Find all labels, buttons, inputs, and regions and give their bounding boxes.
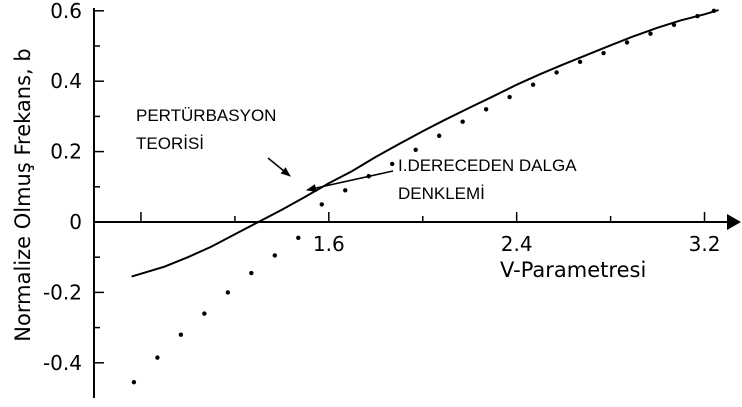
x-axis-arrowhead xyxy=(727,214,741,230)
x-tick-label: 2.4 xyxy=(501,232,533,256)
series-point-1 xyxy=(413,147,418,153)
annotation-arrow-perturbation xyxy=(267,157,291,177)
series-point-1 xyxy=(648,31,653,36)
series-point-1 xyxy=(460,119,465,124)
axes xyxy=(93,8,741,398)
series-point-1 xyxy=(249,270,254,276)
series-point-1 xyxy=(483,107,489,112)
series-point-1 xyxy=(530,82,536,87)
series-point-1 xyxy=(601,50,606,56)
y-tick-label: -0.2 xyxy=(43,280,82,304)
series-point-1 xyxy=(178,332,184,337)
x-tick-label: 1.6 xyxy=(313,232,345,256)
series-line-0 xyxy=(131,9,719,278)
y-tick-label: -0.4 xyxy=(43,351,82,375)
series-point-1 xyxy=(296,235,301,241)
series-point-1 xyxy=(155,355,160,360)
series-point-1 xyxy=(390,161,395,167)
x-axis-title: V-Parametresi xyxy=(500,258,646,282)
series-point-1 xyxy=(225,290,231,295)
series-point-1 xyxy=(202,311,207,316)
y-tick-label: 0.6 xyxy=(50,0,82,23)
annotation-wave-equation-line2: DENKLEMİ xyxy=(398,184,485,203)
y-tick-label: 0 xyxy=(69,210,82,234)
annotation-arrow-wave-equation xyxy=(306,170,394,192)
x-tick-label: 3.2 xyxy=(689,232,721,256)
annotation-perturbation-line2: TEORİSİ xyxy=(136,134,204,153)
series-point-1 xyxy=(671,22,677,28)
annotation-perturbation-line1: PERTÜRBASYON xyxy=(136,106,276,125)
series-point-1 xyxy=(272,253,278,258)
series-point-1 xyxy=(507,94,512,100)
series-point-1 xyxy=(343,188,348,193)
annotation-wave-equation-line1: I.DERECEDEN DALGA xyxy=(398,156,577,175)
y-axis-title: Normalize Olmuş Frekans, b xyxy=(11,48,35,341)
y-tick-label: 0.4 xyxy=(50,69,82,93)
tick-labels: 0.6 0.4 0.2 0 -0.2 -0.4 1.6 2.4 3.2 xyxy=(43,0,720,375)
series-point-1 xyxy=(319,202,324,207)
series-point-1 xyxy=(695,13,700,19)
tick-marks xyxy=(94,10,706,364)
series-point-1 xyxy=(131,379,137,385)
y-tick-label: 0.2 xyxy=(50,140,82,164)
series-point-1 xyxy=(554,70,559,75)
series-point-1 xyxy=(436,133,442,138)
series-point-1 xyxy=(577,59,583,65)
series-point-1 xyxy=(711,8,717,13)
series-point-1 xyxy=(624,40,630,45)
